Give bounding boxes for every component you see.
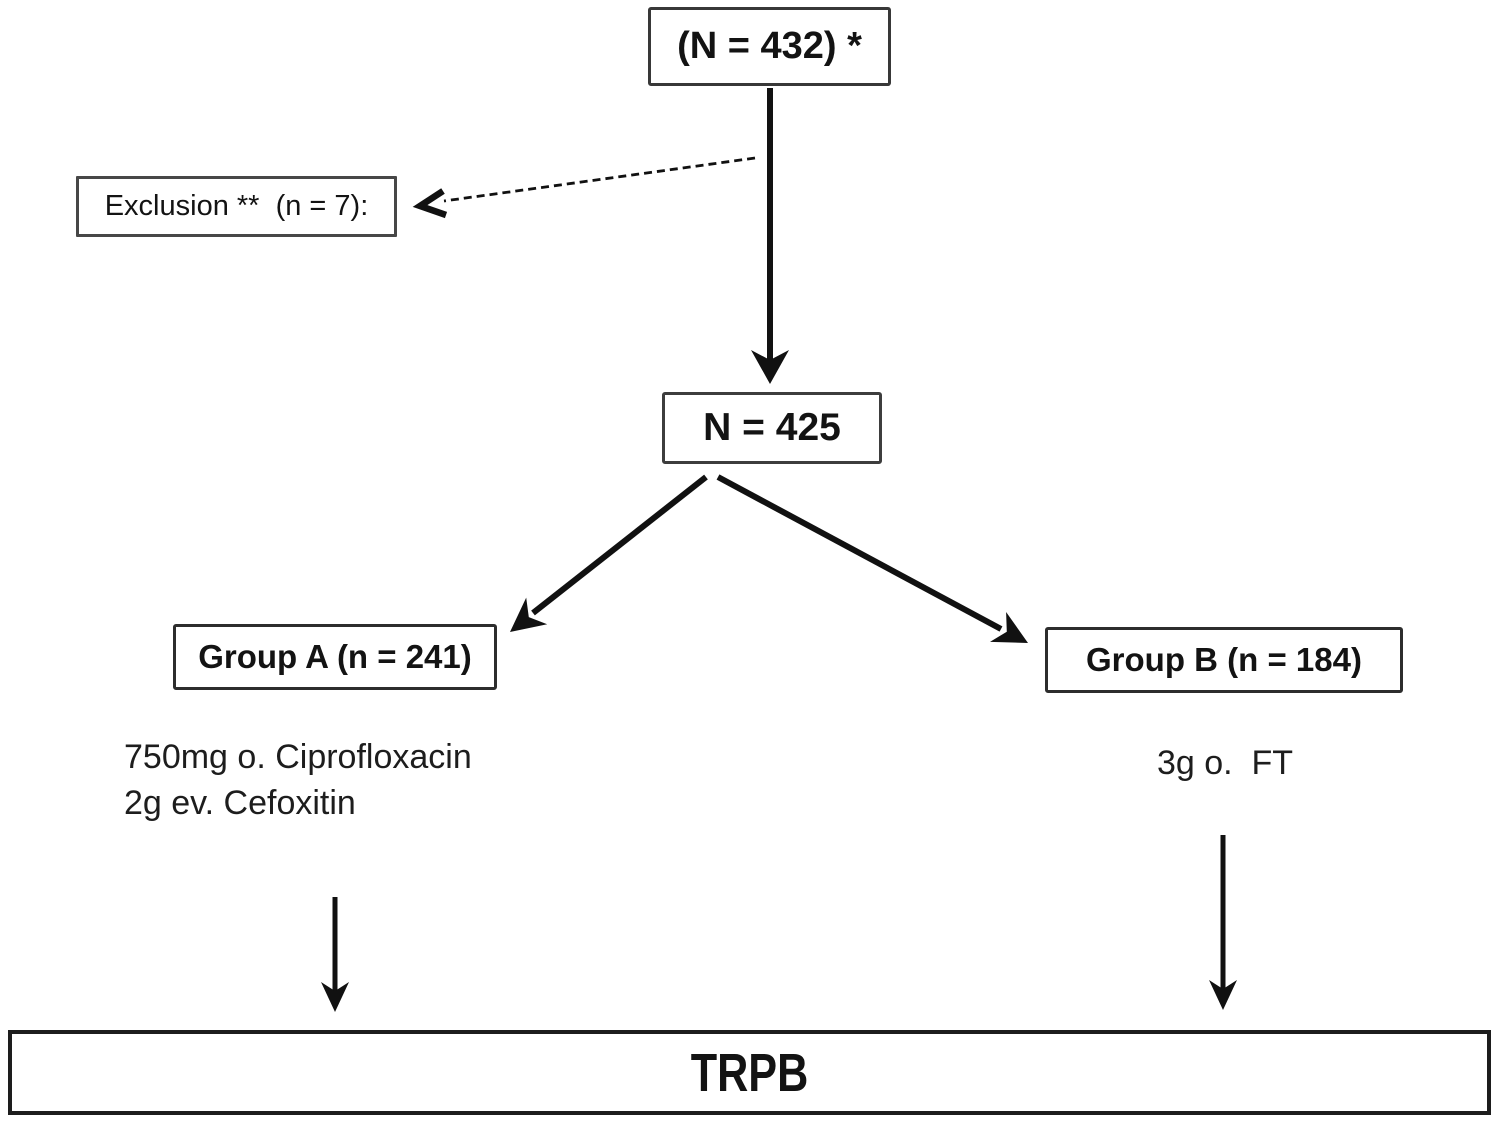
node-group-b-label: Group B (n = 184) (1086, 641, 1362, 678)
node-trpb: TRPB (8, 1030, 1491, 1115)
group-a-treatment-line-1: 750mg o. Ciprofloxacin (124, 738, 472, 776)
node-total-enrolled: (N = 432) * (648, 7, 891, 86)
node-included-label: N = 425 (703, 406, 841, 449)
arrow-included-to-group-a (510, 474, 708, 632)
arrow-exclusion-head (412, 188, 448, 219)
arrow-total-to-included (751, 88, 789, 384)
node-group-a: Group A (n = 241) (173, 624, 497, 690)
group-b-treatment-text: 3g o. FT (1157, 744, 1294, 782)
arrow-group-b-head (990, 612, 1028, 643)
node-included: N = 425 (662, 392, 882, 464)
arrow-group-a-to-trpb (321, 897, 349, 1012)
arrow-group-b-to-trpb (1209, 835, 1237, 1010)
node-exclusion-label: Exclusion ** (n = 7): (104, 190, 369, 222)
arrow-included-to-group-b (716, 474, 1028, 643)
arrow-total-to-exclusion-dashed (412, 156, 756, 219)
node-exclusion: Exclusion ** (n = 7): (76, 176, 397, 237)
node-total-label: (N = 432) * (677, 25, 862, 67)
group-a-treatment-text: 750mg o. Ciprofloxacin 2g ev. Cefoxitin (124, 734, 472, 826)
arrow-total-to-included-head (751, 350, 789, 384)
arrow-b-trpb-head (1209, 980, 1237, 1010)
group-a-treatment-line-2: 2g ev. Cefoxitin (124, 784, 356, 822)
arrow-exclusion-shaft (443, 156, 756, 203)
node-group-a-label: Group A (n = 241) (198, 638, 472, 675)
arrow-group-b-shaft (716, 474, 1003, 632)
node-group-b: Group B (n = 184) (1045, 627, 1403, 693)
node-trpb-label: TRPB (690, 1042, 809, 1103)
arrow-a-trpb-head (321, 982, 349, 1012)
arrow-group-a-head (510, 597, 548, 632)
arrow-group-a-shaft (531, 474, 708, 616)
